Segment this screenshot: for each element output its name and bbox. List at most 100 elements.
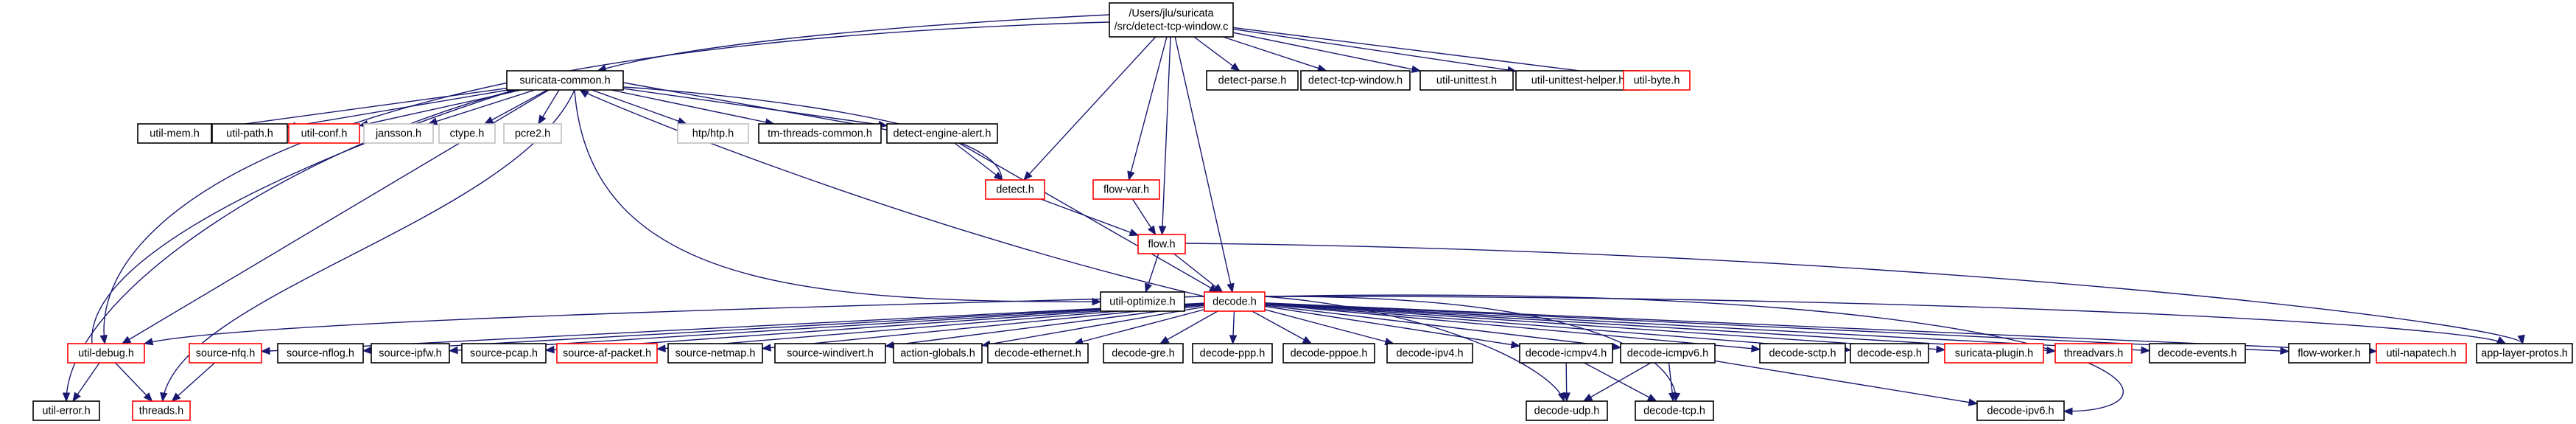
node-udebug-box [67,343,145,364]
nodes-layer: /Users/jlu/suricata/src/detect-tcp-windo… [32,2,2573,421]
edge-decode-dtcp [1264,296,1677,402]
node-sipfw[interactable]: source-ipfw.h [371,343,450,364]
node-devents[interactable]: decode-events.h [2149,343,2246,364]
node-detect[interactable]: detect.h [985,179,1045,200]
node-htp-label: htp/htp.h [692,128,734,140]
edge-udebug-threads-arrowhead [143,392,153,402]
edge-decode-common [580,89,1205,297]
node-snfq[interactable]: source-nfq.h [189,343,262,364]
edge-common-uopt [574,89,1101,302]
edge-detect-flow-arrowhead [1129,229,1140,237]
edge-flow-alproto-arrowhead [2517,334,2525,345]
node-uunit[interactable]: util-unittest.h [1419,70,1514,91]
edge-dea-decode [958,142,1218,293]
edge-common-uerror-arrowhead [62,392,71,403]
edge-decode-dicmp6 [1264,305,1621,349]
edge-common-ctype [484,89,548,125]
edge-dicmp6-dudp [1583,362,1652,402]
edge-root-decode-arrowhead [1226,282,1235,293]
node-unapa[interactable]: util-napatech.h [2376,343,2467,364]
node-safp[interactable]: source-af-packet.h [556,343,658,364]
edge-decode-dicmp6-arrowhead [1611,342,1622,351]
node-desp[interactable]: decode-esp.h [1850,343,1929,364]
node-dpppoe[interactable]: decode-pppoe.h [1282,343,1375,364]
node-desp-box [1850,343,1929,364]
edge-decode-dpppoe [1252,310,1312,344]
node-dtcp[interactable]: decode-tcp.h [1635,400,1714,421]
edge-common-threads-arrowhead [160,392,168,403]
node-uunith[interactable]: util-unittest-helper.h [1515,70,1640,91]
node-dppp[interactable]: decode-ppp.h [1192,343,1273,364]
node-upath[interactable]: util-path.h [211,123,288,144]
edge-decode-snflog-arrowhead [362,346,372,355]
node-snflog[interactable]: source-nflog.h [277,343,364,364]
node-actglob[interactable]: action-globals.h [893,343,983,364]
edge-decode-spcap-arrowhead [544,345,555,354]
node-dicmp6-label: decode-icmpv6.h [1627,348,1708,360]
node-tmthr[interactable]: tm-threads-common.h [758,123,882,144]
node-uopt[interactable]: util-optimize.h [1100,291,1185,312]
node-dtcpw[interactable]: detect-tcp-window.h [1300,70,1411,91]
node-dudp[interactable]: decode-udp.h [1526,400,1608,421]
node-dipv4-label: decode-ipv4.h [1396,348,1463,360]
edge-common-pcre2-arrowhead [538,114,547,125]
node-alproto-box [2476,343,2573,364]
edge-decode-dipv4 [1264,309,1394,344]
node-ubyte[interactable]: util-byte.h [1623,70,1691,91]
node-dipv4[interactable]: decode-ipv4.h [1386,343,1473,364]
node-dea[interactable]: detect-engine-alert.h [886,123,998,144]
node-htp-box [677,123,749,144]
node-spcap[interactable]: source-pcap.h [461,343,547,364]
node-threadvars[interactable]: threadvars.h [2054,343,2133,364]
edge-snfq-threads-arrowhead [171,392,181,402]
node-ubyte-label: util-byte.h [1634,75,1680,87]
edge-dicmp6-dipv6-arrowhead [1968,398,1979,406]
node-common-box [506,70,624,91]
node-flow[interactable]: flow.h [1137,234,1186,254]
node-umem[interactable]: util-mem.h [137,123,212,144]
node-pcre2-label: pcre2.h [515,128,550,140]
edge-dicmp6-dtcp-arrowhead [1668,392,1677,403]
node-spcap-box [461,343,547,364]
edge-decode-dicmp4-arrowhead [1510,341,1521,349]
node-flowvar[interactable]: flow-var.h [1092,179,1160,200]
node-dicmp4-box [1519,343,1613,364]
edge-decode-dipv6 [1264,294,2124,412]
edge-dea-detect-arrowhead [993,171,1004,181]
edge-flowvar-flow-arrowhead [1147,225,1157,236]
node-dicmp4-label: decode-icmpv4.h [1526,348,1607,360]
node-flowvar-box [1092,179,1160,200]
node-fworker[interactable]: flow-worker.h [2288,343,2370,364]
node-dicmp6[interactable]: decode-icmpv6.h [1620,343,1716,364]
node-snflog-label: source-nflog.h [287,348,354,360]
node-dudp-label: decode-udp.h [1534,406,1600,417]
node-root[interactable]: /Users/jlu/suricata/src/detect-tcp-windo… [1109,2,1234,38]
node-uerror[interactable]: util-error.h [32,400,100,421]
node-dsctp-box [1759,343,1846,364]
node-decode[interactable]: decode.h [1204,291,1266,312]
node-snetmap[interactable]: source-netmap.h [667,343,763,364]
node-splugin[interactable]: suricata-plugin.h [1944,343,2044,364]
node-dppp-box [1192,343,1273,364]
node-dipv6[interactable]: decode-ipv6.h [1976,400,2065,421]
node-uunith-label: util-unittest-helper.h [1531,75,1625,87]
edge-common-htp [592,89,687,125]
node-common[interactable]: suricata-common.h [506,70,624,91]
edge-decode-swindivert-arrowhead [884,341,895,350]
node-udebug[interactable]: util-debug.h [67,343,145,364]
node-uconf[interactable]: util-conf.h [288,123,360,144]
node-splugin-label: suricata-plugin.h [1955,348,2033,360]
node-decode-box [1204,291,1266,312]
edge-decode-devents-arrowhead [2141,346,2151,355]
node-threads[interactable]: threads.h [132,400,191,421]
node-dsctp[interactable]: decode-sctp.h [1759,343,1846,364]
node-ubyte-box [1623,70,1691,91]
node-swindivert[interactable]: source-windivert.h [774,343,886,364]
node-deth[interactable]: decode-ethernet.h [987,343,1089,364]
node-alproto[interactable]: app-layer-protos.h [2476,343,2573,364]
node-deth-box [987,343,1089,364]
node-dicmp4[interactable]: decode-icmpv4.h [1519,343,1613,364]
node-threads-box [132,400,191,421]
node-dgre[interactable]: decode-gre.h [1103,343,1184,364]
node-dparse[interactable]: detect-parse.h [1206,70,1299,91]
